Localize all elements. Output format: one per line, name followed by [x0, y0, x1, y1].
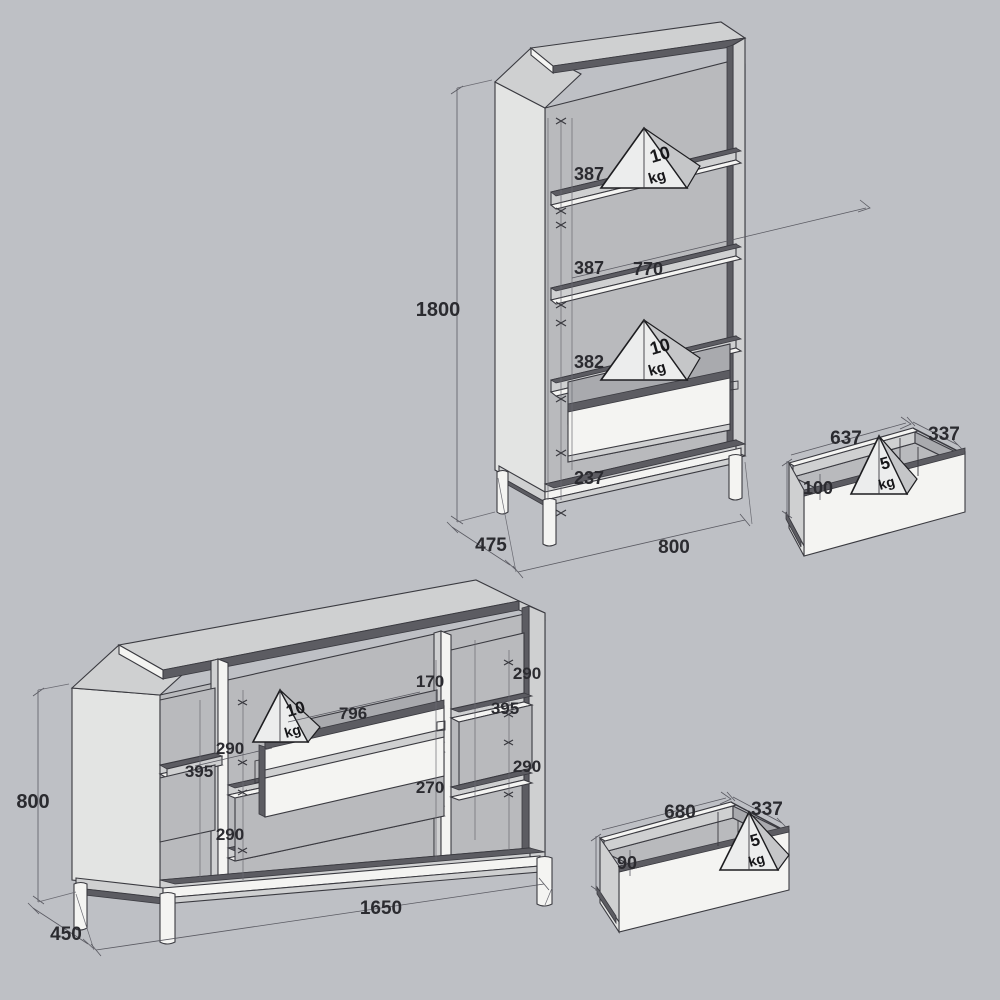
- item-drawer-upper: 5 kg 637 337 100: [781, 416, 966, 557]
- sideboard-height-label: 800: [16, 791, 49, 813]
- bookcase-depth-dimension: [446, 477, 517, 573]
- load-icon-sideboard: 10 kg: [251, 688, 321, 744]
- sideboard-right-top-label: 290: [513, 664, 541, 683]
- bookcase-height-label: 1800: [416, 299, 461, 321]
- sideboard-right-shelf-dim: [459, 696, 525, 713]
- sideboard-width-label: 1650: [360, 898, 402, 919]
- bookcase-internal-ticks: [555, 117, 567, 517]
- sideboard-height-dimension: [32, 683, 77, 905]
- drawer-lower-width-dim: [601, 797, 727, 831]
- sideboard-depth-label: 450: [50, 924, 82, 945]
- drawer-upper-depth-label: 337: [928, 424, 960, 445]
- bookcase-compartment-1-label: 387: [574, 164, 604, 184]
- bookcase-depth-label: 475: [475, 535, 507, 556]
- sideboard-legs: [73, 855, 553, 945]
- sideboard-depth-dimension: [27, 893, 95, 951]
- bookcase-height-dimension: [450, 79, 496, 525]
- bookcase-compartment-2-label: 387: [574, 258, 604, 278]
- item-drawer-lower: 5 kg 680 337 90: [590, 791, 790, 934]
- drawer-upper-height-label: 100: [803, 478, 833, 498]
- drawer-lower-depth-label: 337: [751, 799, 783, 820]
- sideboard-right-bottom-label: 290: [513, 757, 541, 776]
- drawer-lower-height-label: 90: [617, 853, 637, 873]
- drawer-lower-width-label: 680: [664, 802, 696, 823]
- bookcase-shelf-dim-line: [571, 207, 867, 279]
- load-icon-unit: kg: [876, 473, 896, 493]
- sideboard-left-top-label: 290: [216, 739, 244, 758]
- bookcase-width-label: 800: [658, 537, 690, 558]
- load-icon-bookcase-upper: 10 kg: [599, 126, 701, 190]
- item-sideboard: 10 kg: [16, 579, 553, 957]
- load-icon-value: 10: [284, 697, 307, 720]
- bookcase-shelf-width-label: 770: [633, 259, 663, 279]
- sideboard-drawer-width-label: 796: [339, 704, 367, 723]
- sideboard-center-bottom-label: 270: [416, 778, 444, 797]
- sideboard-left-shelf-dim: [194, 747, 273, 767]
- load-icon-unit: kg: [646, 359, 668, 380]
- load-icon-drawer-upper: 5 kg: [849, 434, 918, 496]
- drawer-lower-depth-dim: [732, 796, 783, 824]
- load-icon-bookcase-lower: 10 kg: [599, 318, 701, 382]
- sideboard-left-bottom-label: 290: [216, 825, 244, 844]
- sideboard-left-mid-label: 395: [185, 762, 213, 781]
- bookcase-compartment-4-label: 237: [574, 468, 604, 488]
- sideboard-right-mid-label: 395: [491, 699, 519, 718]
- sideboard-drawer-width-dim: [287, 691, 421, 723]
- drawer-upper-depth-dim: [912, 421, 959, 446]
- drawer-upper-width-dim: [790, 422, 907, 456]
- load-icon-unit: kg: [746, 850, 766, 870]
- sideboard-internal-ticks: [237, 659, 514, 854]
- item-bookcase: 10 kg 10 kg: [416, 21, 871, 579]
- drawer-upper-width-label: 637: [830, 428, 862, 449]
- load-icon-unit: kg: [646, 167, 668, 188]
- bookcase-width-dimension: [512, 461, 753, 579]
- sideboard-drawer-gap-label: 170: [416, 672, 444, 691]
- bookcase-compartment-3-label: 382: [574, 352, 604, 372]
- sideboard-width-dimension: [90, 877, 553, 957]
- load-icon-drawer-lower: 5 kg: [718, 810, 790, 872]
- load-icon-unit: kg: [282, 721, 302, 741]
- bookcase-legs: [496, 453, 743, 547]
